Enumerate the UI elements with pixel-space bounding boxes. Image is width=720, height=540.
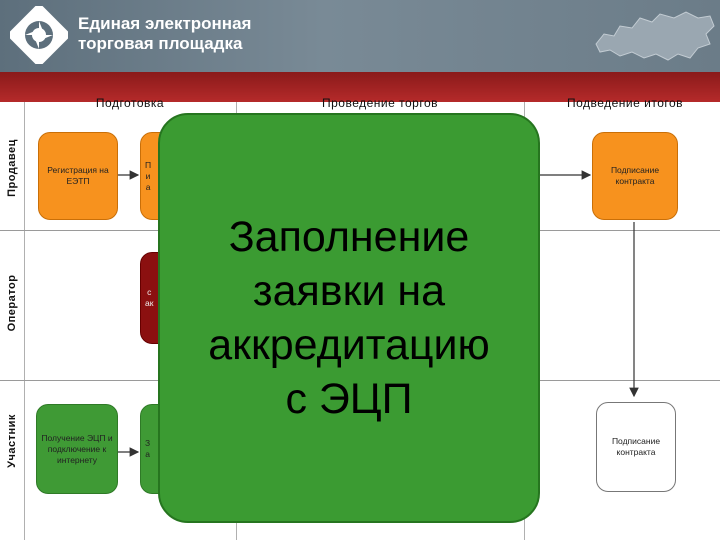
russia-map-icon: [595, 11, 715, 61]
overlay-line-1: Заполнение: [228, 213, 470, 261]
overlay-line-3: аккредитацию: [208, 321, 490, 369]
overlay-line-4: с ЭЦП: [285, 375, 413, 423]
phase-results: Подведение итогов: [566, 96, 684, 110]
etp-logo-icon: [10, 6, 68, 64]
logo-line-2: торговая площадка: [78, 34, 243, 53]
logo-text: Единая электронная торговая площадка: [78, 14, 251, 54]
overlay-callout: Заполнение заявки на аккредитацию с ЭЦП: [158, 113, 540, 523]
box-seller-registration: Регистрация на ЕЭТП: [38, 132, 118, 220]
box-participant-contract: Подписание контракта: [596, 402, 676, 492]
logo-line-1: Единая электронная: [78, 14, 252, 33]
box-participant-ecp: Получение ЭЦП и подключение к интернету: [36, 404, 118, 494]
header-red-band: [0, 72, 720, 102]
lane-label-divider: [24, 102, 25, 540]
phase-trading: Проведение торгов: [321, 96, 438, 110]
header-bar: Единая электронная торговая площадка: [0, 0, 720, 72]
overlay-text: Заполнение заявки на аккредитацию с ЭЦП: [208, 210, 490, 426]
overlay-line-2: заявки на: [252, 267, 446, 315]
box-seller-contract: Подписание контракта: [592, 132, 678, 220]
phase-preparation: Подготовка: [95, 96, 165, 110]
